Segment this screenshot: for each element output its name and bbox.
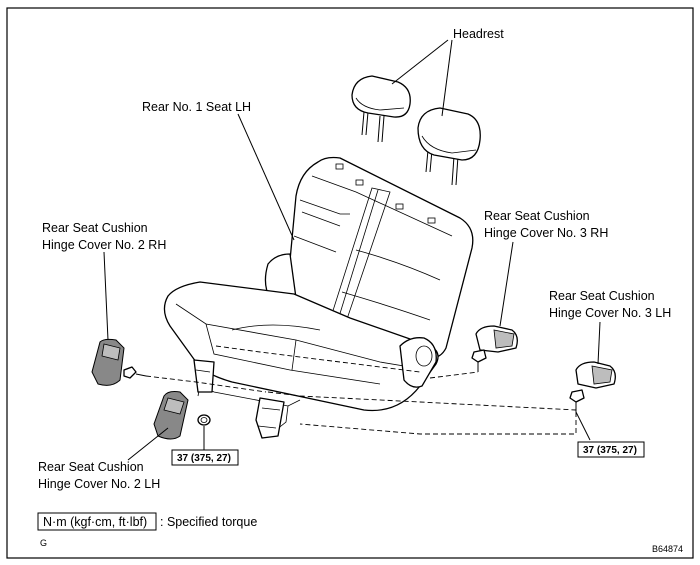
- label-cover-no3-rh-2: Hinge Cover No. 3 RH: [484, 226, 608, 240]
- label-rear-seat-lh: Rear No. 1 Seat LH: [142, 100, 251, 114]
- torque-value-right: 37 (375, 27): [583, 445, 637, 456]
- corner-mark: G: [40, 538, 47, 548]
- align-line-5: [215, 345, 421, 373]
- headrest-left: [351, 75, 411, 143]
- headrest-right: [417, 107, 481, 186]
- hinge-cover-no2-rh: [91, 338, 125, 386]
- label-cover-no3-lh-1: Rear Seat Cushion: [549, 289, 655, 303]
- label-cover-no2-lh-1: Rear Seat Cushion: [38, 460, 144, 474]
- legend-unit-box: [37, 512, 157, 531]
- hinge-cover-no3-rh: [475, 325, 518, 353]
- leader-headrest-1: [391, 39, 449, 85]
- torque-box-left: [171, 449, 239, 466]
- leader-headrest-2: [441, 39, 453, 117]
- label-cover-no2-lh-2: Hinge Cover No. 2 LH: [38, 477, 160, 491]
- bolt-right-upper: [471, 349, 487, 372]
- label-headrest: Headrest: [453, 27, 504, 41]
- leader-torque-right: [575, 411, 591, 441]
- align-line-4: [299, 412, 577, 435]
- label-cover-no3-lh-2: Hinge Cover No. 3 LH: [549, 306, 671, 320]
- legend-text: : Specified torque: [160, 515, 257, 529]
- leader-no2-rh: [103, 251, 109, 341]
- figure-code: B64874: [652, 544, 683, 554]
- align-line-1: [145, 375, 267, 393]
- align-line-2: [267, 391, 577, 411]
- label-cover-no2-rh-2: Hinge Cover No. 2 RH: [42, 238, 166, 252]
- hinge-cover-no2-lh: [153, 391, 189, 440]
- hinge-cover-no3-lh: [575, 361, 616, 389]
- bolt-left-lower: [197, 414, 211, 426]
- seat-back: [264, 156, 474, 359]
- torque-box-right: [577, 441, 645, 458]
- label-cover-no2-rh-1: Rear Seat Cushion: [42, 221, 148, 235]
- legend-unit: N·m (kgf·cm, ft·lbf): [43, 515, 147, 529]
- leader-no2-lh: [127, 427, 169, 461]
- leader-no3-rh: [499, 241, 514, 327]
- bolt-left-upper: [123, 366, 147, 379]
- bolt-right-lower: [569, 389, 585, 412]
- diagram-frame: [6, 7, 694, 559]
- torque-value-left: 37 (375, 27): [177, 453, 231, 464]
- seat-cushion: [163, 281, 439, 439]
- align-line-3: [429, 371, 479, 379]
- leader-seat-lh: [237, 113, 295, 241]
- label-cover-no3-rh-1: Rear Seat Cushion: [484, 209, 590, 223]
- leader-no3-lh: [597, 321, 601, 365]
